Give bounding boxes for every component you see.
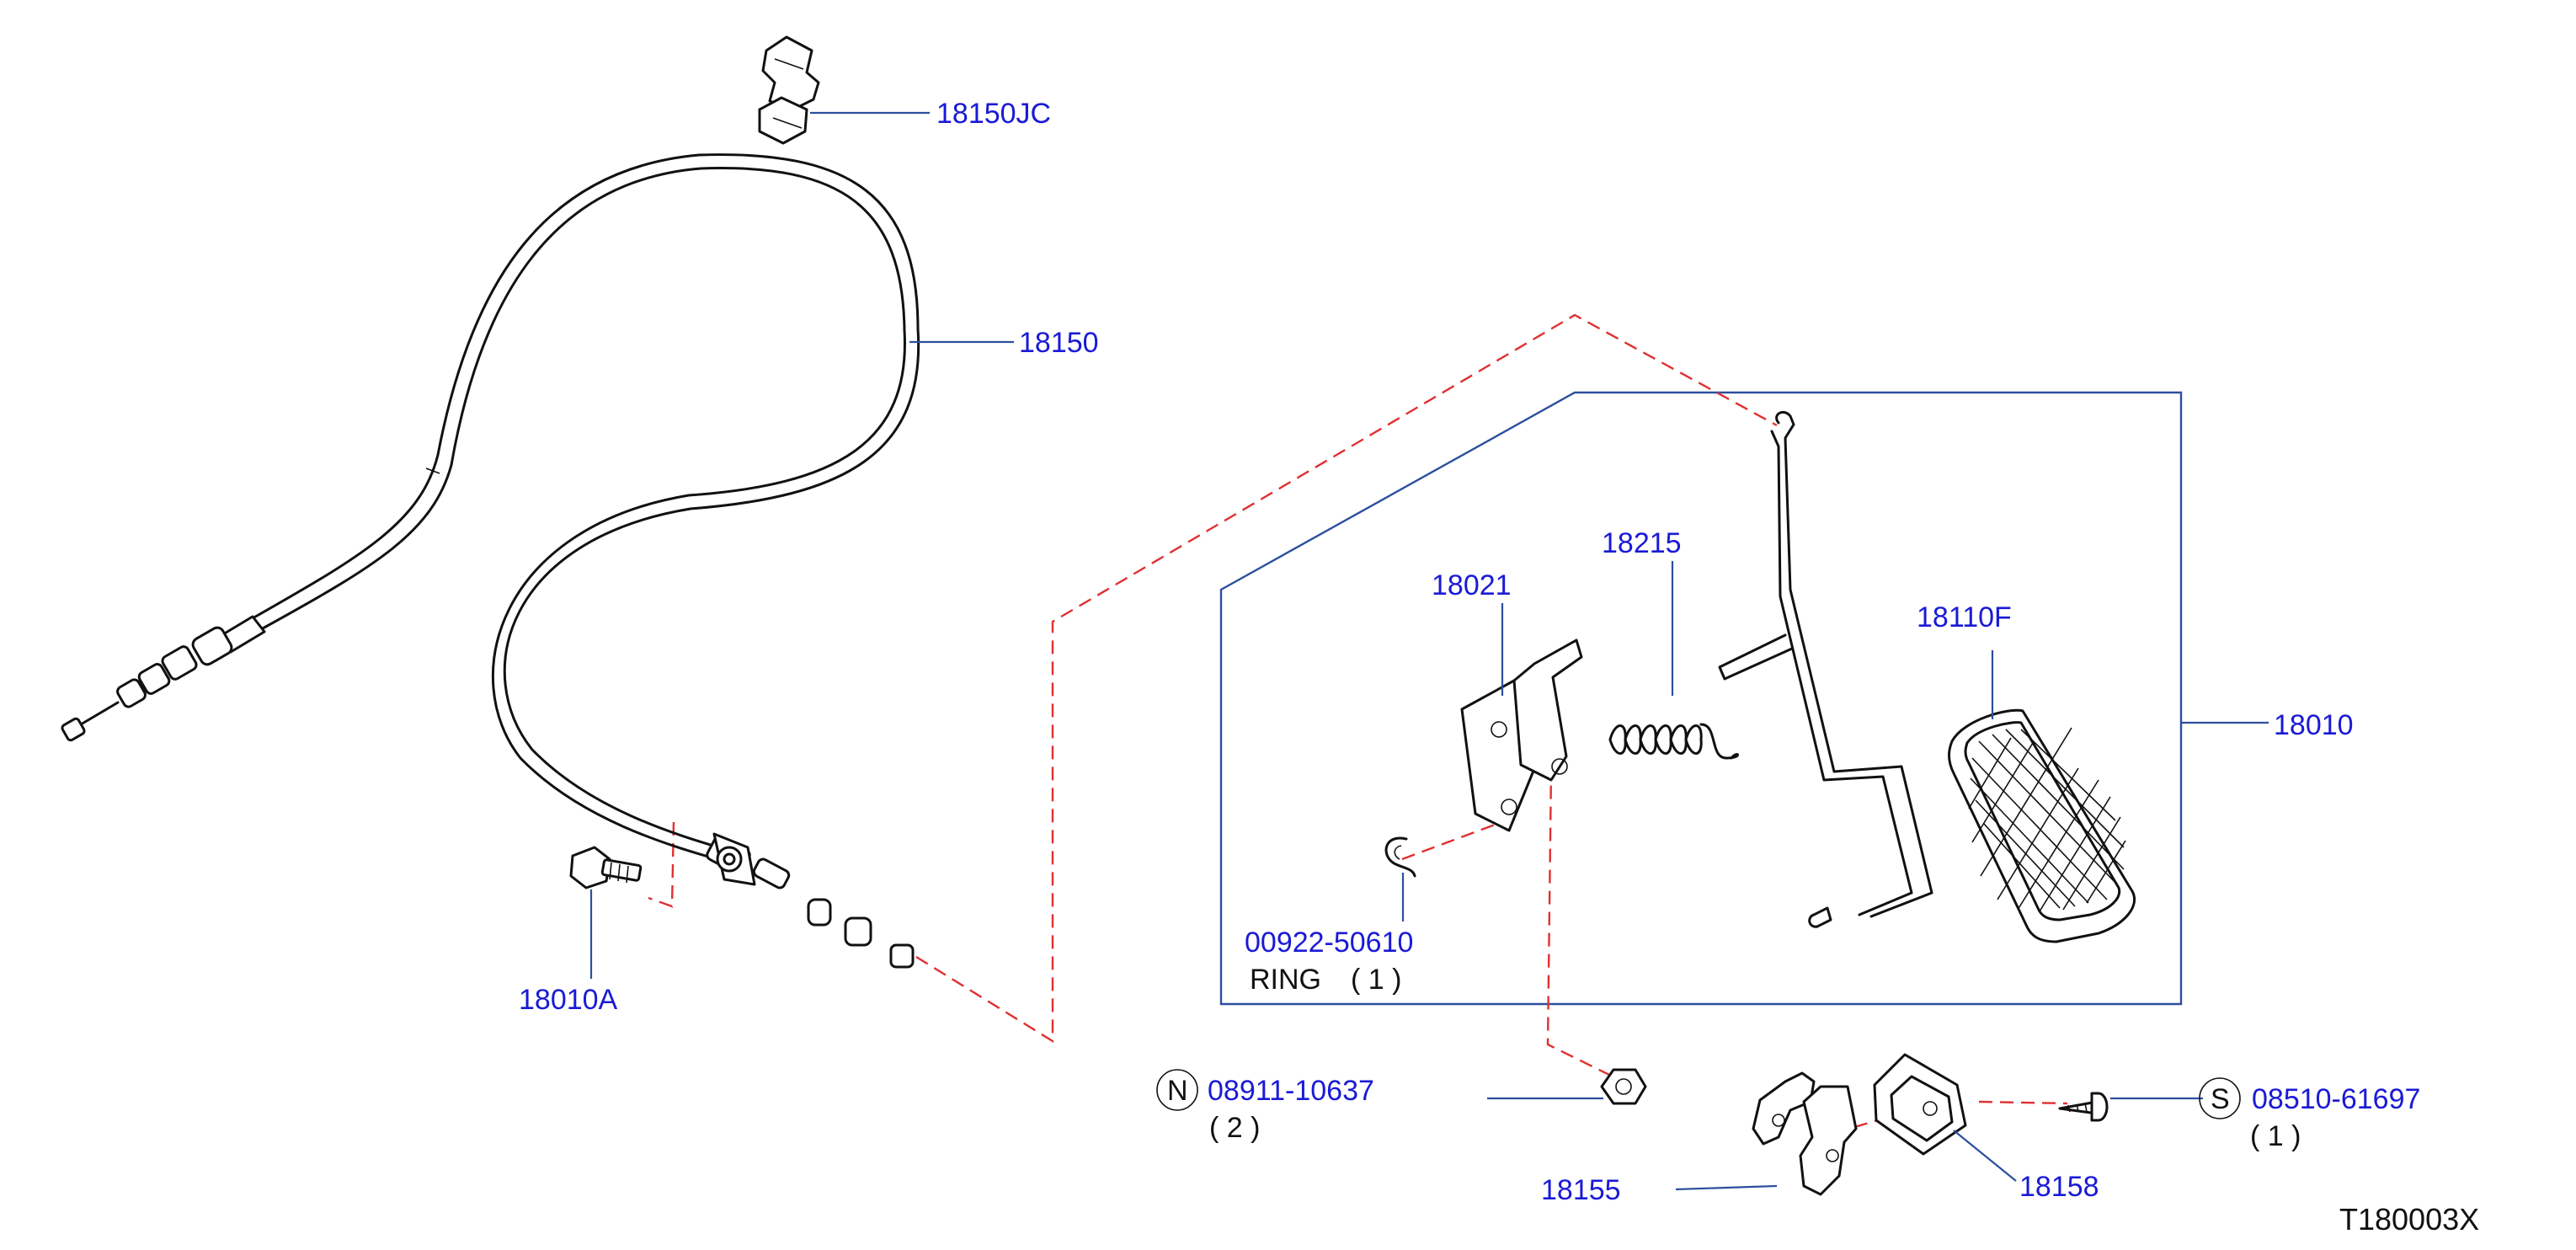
pedal-arm [1718, 411, 1933, 928]
part-label-00922-50610: 00922-50610 [1245, 927, 1413, 959]
part-label-18150JC: 18150JC [936, 98, 1051, 130]
stopper-icon [1873, 1053, 1967, 1156]
part-label-18010: 18010 [2274, 709, 2354, 741]
part-label-08510-61697: 08510-61697 [2252, 1083, 2420, 1115]
part-label-18158: 18158 [2019, 1171, 2099, 1203]
bracket-icon [1460, 638, 1583, 832]
assembly-frame [1219, 391, 2183, 1006]
symbol-N: N [1167, 1075, 1188, 1107]
spring-icon [1608, 723, 1739, 760]
stopper-bracket-icon [1752, 1071, 1858, 1196]
bolt-icon [569, 846, 643, 889]
part-label-18010A: 18010A [519, 984, 618, 1016]
symbol-N-icon [1156, 1069, 1198, 1111]
pedal-pad [1948, 708, 2136, 943]
cable-right-fitting [706, 832, 915, 969]
reference-code: T180003X [2339, 1202, 2479, 1237]
ring-icon [1384, 836, 1416, 878]
part-label-18150: 18150 [1019, 327, 1099, 359]
symbol-S-icon [2199, 1077, 2241, 1119]
clip-icon [758, 35, 820, 145]
part-label-18155: 18155 [1541, 1174, 1621, 1206]
nut-icon [1600, 1068, 1647, 1105]
ring-name: RING [1250, 964, 1321, 996]
nut-qty: ( 2 ) [1209, 1112, 1260, 1144]
part-label-18110F: 18110F [1917, 601, 2012, 633]
cable-left-fitting [61, 615, 266, 742]
ring-qty: ( 1 ) [1351, 964, 1401, 996]
phantom-lines [648, 313, 2068, 1135]
part-label-18021: 18021 [1432, 569, 1512, 601]
throttle-cable [61, 153, 920, 969]
symbol-S: S [2211, 1083, 2230, 1115]
screw-icon [2058, 1092, 2109, 1122]
part-label-18215: 18215 [1602, 527, 1682, 559]
part-label-08911-10637: 08911-10637 [1208, 1075, 1374, 1107]
screw-qty: ( 1 ) [2250, 1120, 2301, 1152]
